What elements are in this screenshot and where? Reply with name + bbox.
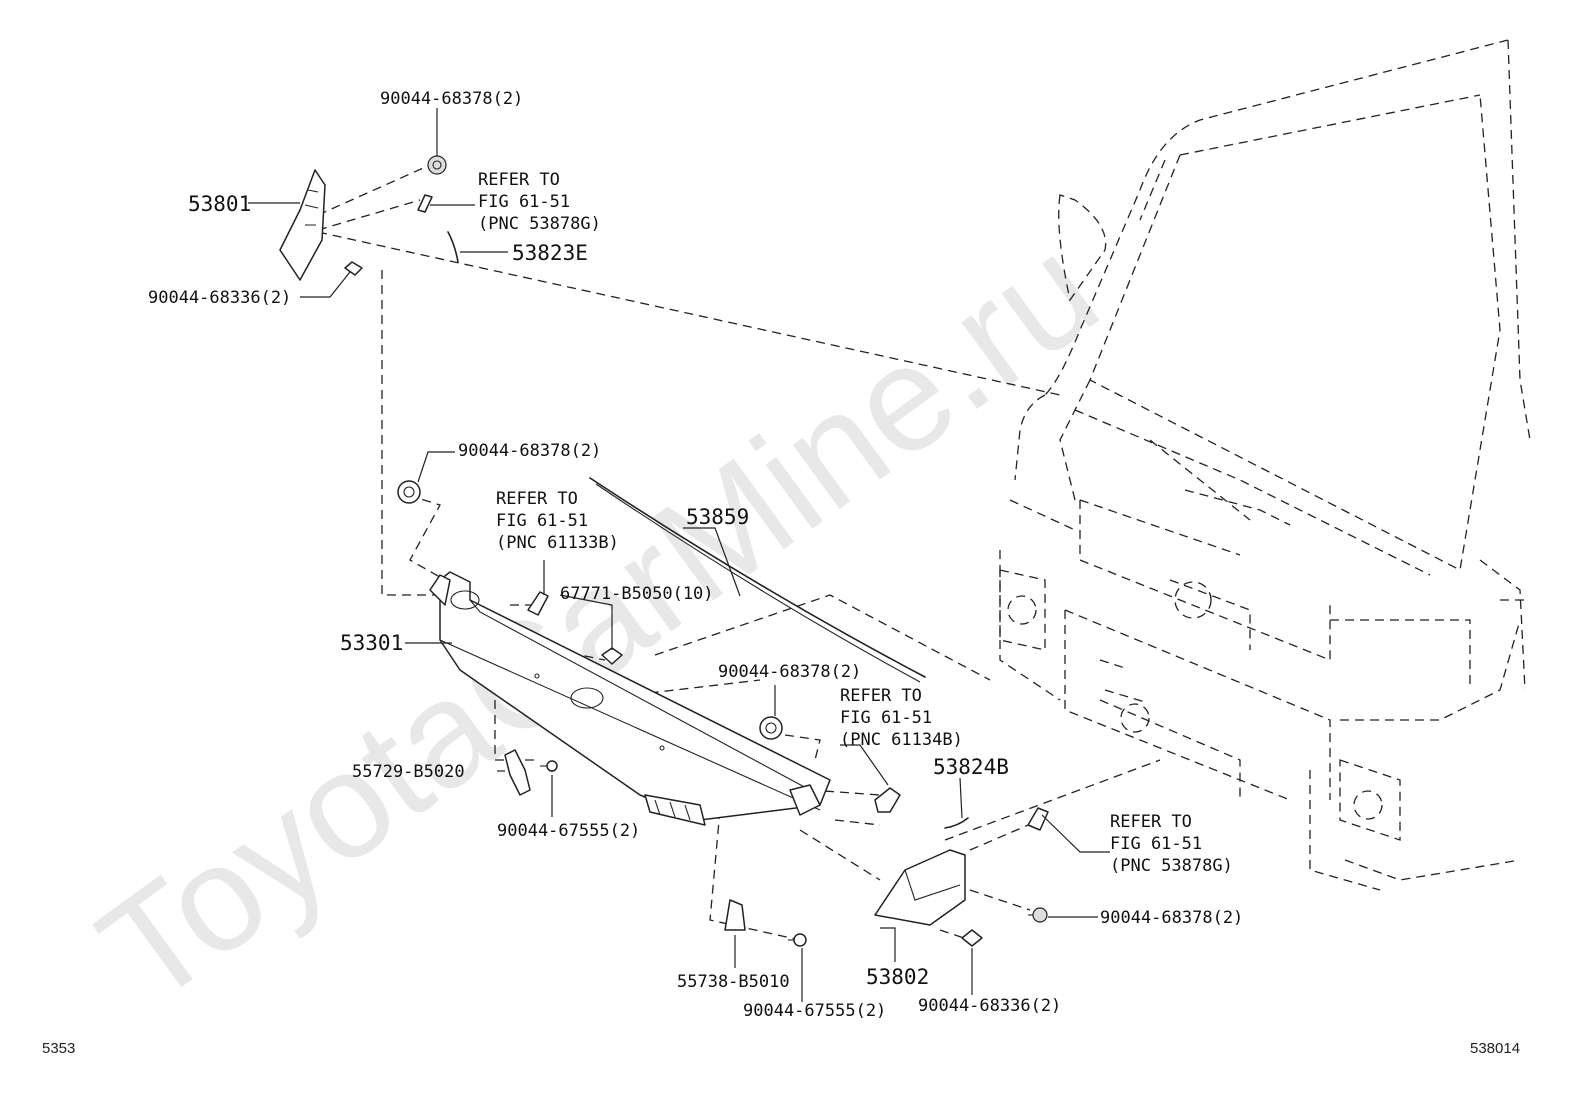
bracket-61133B	[527, 591, 549, 616]
screw-90044-67555-a	[540, 760, 558, 772]
part-53824B-shape	[944, 817, 969, 829]
label-refer-top-1: REFER TO	[478, 170, 560, 190]
assembly-lines	[317, 164, 1161, 941]
label-90044-67555-b: 90044-67555(2)	[743, 1001, 886, 1021]
label-refer-cen-1: REFER TO	[840, 686, 922, 706]
corner-code-left: 5353	[42, 1040, 75, 1057]
part-53859-shape	[589, 477, 926, 678]
label-refer-mid-3: (PNC 61133B)	[496, 533, 619, 553]
label-refer-mid-2: FIG 61-51	[496, 511, 588, 531]
clip-90044-68336-b	[961, 929, 983, 947]
label-refer-rt-3: (PNC 53878G)	[1110, 856, 1233, 876]
label-53801: 53801	[188, 192, 251, 216]
part-55729-shape	[504, 749, 531, 796]
label-refer-rt-2: FIG 61-51	[1110, 834, 1202, 854]
part-53802-shape	[874, 849, 966, 926]
label-90044-68378-rt: 90044-68378(2)	[1100, 908, 1243, 928]
leader-lines	[248, 108, 1110, 1002]
clip-90044-68378-mid	[397, 480, 421, 504]
label-90044-68378-cen: 90044-68378(2)	[718, 662, 861, 682]
corner-code-right: 538014	[1470, 1040, 1520, 1057]
label-90044-68336-b: 90044-68336(2)	[918, 996, 1061, 1016]
part-53301-shape	[429, 571, 831, 826]
label-refer-cen-3: (PNC 61134B)	[840, 730, 963, 750]
label-53859: 53859	[686, 505, 749, 529]
label-refer-rt-1: REFER TO	[1110, 812, 1192, 832]
watermark: ToyotaCarMine.ru	[70, 204, 1126, 1036]
label-refer-cen-2: FIG 61-51	[840, 708, 932, 728]
label-90044-68378-top: 90044-68378(2)	[380, 89, 523, 109]
label-90044-68378-mid: 90044-68378(2)	[458, 441, 601, 461]
label-90044-67555-a: 90044-67555(2)	[497, 821, 640, 841]
label-67771-b5050: 67771-B5050(10)	[560, 584, 714, 604]
clip-90044-68378-top	[427, 155, 447, 175]
clip-90044-68378-rt	[1028, 907, 1048, 923]
vehicle-outline	[999, 39, 1531, 891]
label-53802: 53802	[866, 965, 929, 989]
part-55738-shape	[724, 899, 746, 931]
label-55729-b5020: 55729-B5020	[352, 762, 465, 782]
label-refer-top-2: FIG 61-51	[478, 192, 570, 212]
label-refer-mid-1: REFER TO	[496, 489, 578, 509]
part-53823E-shape	[447, 231, 459, 263]
part-53801-shape	[279, 169, 326, 281]
label-53824B: 53824B	[933, 755, 1009, 779]
clip-90044-68336-top	[344, 261, 363, 276]
retainer-right	[1027, 807, 1049, 831]
label-90044-68336-top: 90044-68336(2)	[148, 288, 291, 308]
label-53823E: 53823E	[512, 241, 588, 265]
retainer-top	[417, 194, 433, 213]
label-55738-b5010: 55738-B5010	[677, 972, 790, 992]
label-refer-top-3: (PNC 53878G)	[478, 214, 601, 234]
label-53301: 53301	[340, 631, 403, 655]
clip-90044-68378-cen	[759, 716, 783, 740]
bracket-61134B	[874, 787, 901, 813]
screw-90044-67555-b	[788, 933, 807, 947]
clip-67771	[601, 647, 623, 665]
